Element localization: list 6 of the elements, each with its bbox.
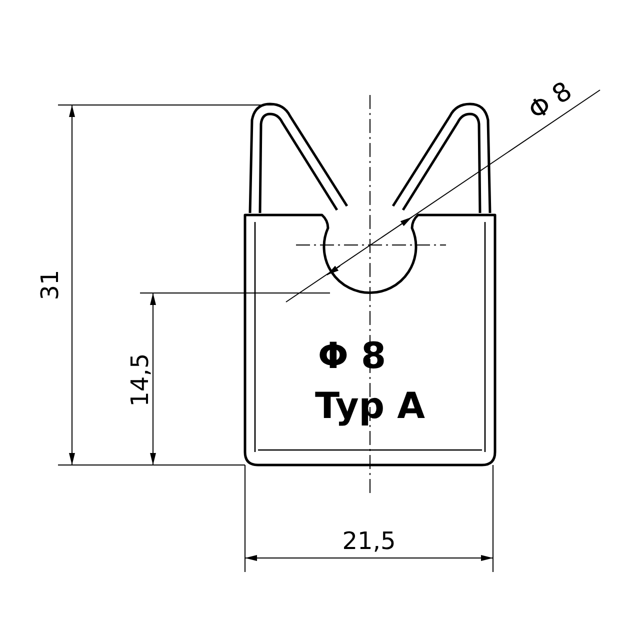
dimension-label: 31 — [36, 270, 64, 300]
dimension-label: 21,5 — [342, 527, 396, 555]
part-marking: Typ A — [315, 386, 425, 427]
dimension-label: Φ 8 — [523, 76, 578, 126]
dimension-label: 14,5 — [126, 353, 154, 407]
part-marking: Φ 8 — [318, 336, 386, 377]
